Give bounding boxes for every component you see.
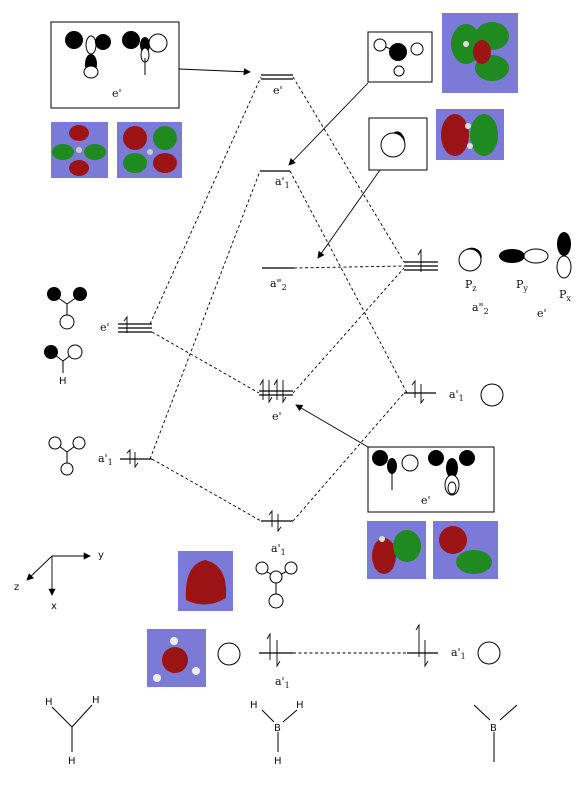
- svg-text:e': e': [537, 307, 547, 320]
- svg-text:y: y: [98, 550, 104, 561]
- mo-picture-6: [433, 521, 498, 579]
- a1-orbital-box: [367, 31, 433, 83]
- level-left-a1: a'1: [98, 448, 152, 469]
- svg-text:B: B: [490, 723, 497, 734]
- h3-e-prime-combo-2: [44, 344, 83, 373]
- svg-text:H: H: [45, 697, 53, 708]
- p-orbitals: Pz Py Px a"2 e': [458, 232, 572, 320]
- svg-text:a'1: a'1: [275, 175, 290, 190]
- level-lowest-right-a1: a'1: [407, 623, 501, 668]
- left-group-orbitals: H: [44, 287, 87, 476]
- svg-text:H: H: [296, 700, 304, 711]
- coordinate-axes: y z x: [14, 550, 104, 612]
- svg-text:e': e': [421, 494, 431, 507]
- mo-picture-3: [442, 13, 518, 93]
- py-icon: [499, 248, 549, 264]
- mo-picture-5: [367, 521, 426, 579]
- e-prime-bonding-box: e': [367, 446, 495, 513]
- pz-icon: [458, 247, 482, 272]
- svg-text:B: B: [274, 723, 281, 734]
- level-a1-upper: a'1: [260, 170, 290, 190]
- svg-text:e': e': [273, 84, 283, 97]
- e-prime-orbital-box: e': [50, 21, 180, 109]
- svg-text:e': e': [100, 321, 110, 334]
- mo-picture-2: [117, 122, 182, 178]
- svg-text:a"2: a"2: [270, 277, 287, 292]
- h3-a1-combo: [48, 436, 86, 476]
- s-orbital-icon: [477, 641, 501, 665]
- pz-orbital-box: [368, 117, 428, 171]
- correlation-lines: [149, 76, 408, 654]
- level-lowest-mid-a1: a'1: [259, 632, 293, 690]
- level-right-a1-upper: a'1: [404, 379, 504, 407]
- mo-picture-bh3: [147, 629, 206, 687]
- bh3-structure: H H B H: [250, 700, 304, 767]
- a1-group-orbital: [255, 561, 298, 609]
- level-a2-dprime: a"2: [262, 267, 294, 292]
- b-fragment-structure: B: [473, 704, 518, 762]
- svg-text:e': e': [272, 410, 282, 423]
- arrow-box-to-a2: [317, 169, 381, 259]
- svg-text:a'1: a'1: [449, 388, 464, 403]
- svg-text:z: z: [14, 582, 19, 593]
- svg-text:a'1: a'1: [271, 542, 286, 557]
- h3-e-prime-combo-1: [47, 287, 87, 330]
- svg-text:H: H: [92, 695, 100, 706]
- e-prime-combo-1-icon: [65, 31, 111, 79]
- svg-text:H: H: [68, 756, 76, 767]
- mo-picture-1: [51, 122, 108, 178]
- e-prime-combo-2-icon: [122, 31, 168, 75]
- svg-text:a'1: a'1: [451, 646, 466, 661]
- svg-text:a'1: a'1: [98, 452, 113, 467]
- level-bottom-mid-a1: a'1: [261, 509, 293, 557]
- arrow-box-to-a1: [288, 82, 369, 166]
- arrow-box-to-top-e: [178, 68, 251, 76]
- box1-label: e': [112, 87, 122, 100]
- svg-text:x: x: [51, 601, 57, 612]
- svg-text:a'1: a'1: [275, 675, 290, 690]
- svg-text:H: H: [250, 700, 258, 711]
- level-top-e-prime: e': [261, 74, 293, 97]
- mo-picture-a1-bottom: [178, 551, 233, 611]
- s-orbital-icon: [480, 383, 504, 407]
- px-icon: [556, 232, 572, 279]
- svg-text:Py: Py: [516, 278, 528, 293]
- s-orbital-icon: [217, 642, 241, 666]
- level-right-p: [404, 248, 438, 272]
- svg-text:a"2: a"2: [472, 301, 489, 316]
- svg-text:H: H: [274, 756, 282, 767]
- mo-picture-4: [436, 109, 504, 160]
- level-mid-e-prime: e': [259, 378, 293, 423]
- h3-fragment-structure: H H H: [45, 695, 100, 767]
- svg-text:Pz: Pz: [465, 278, 477, 293]
- arrow-box-to-mid-e: [295, 404, 369, 448]
- level-left-e-prime: e': [100, 315, 152, 334]
- svg-text:Px: Px: [559, 288, 571, 303]
- svg-text:H: H: [59, 376, 67, 387]
